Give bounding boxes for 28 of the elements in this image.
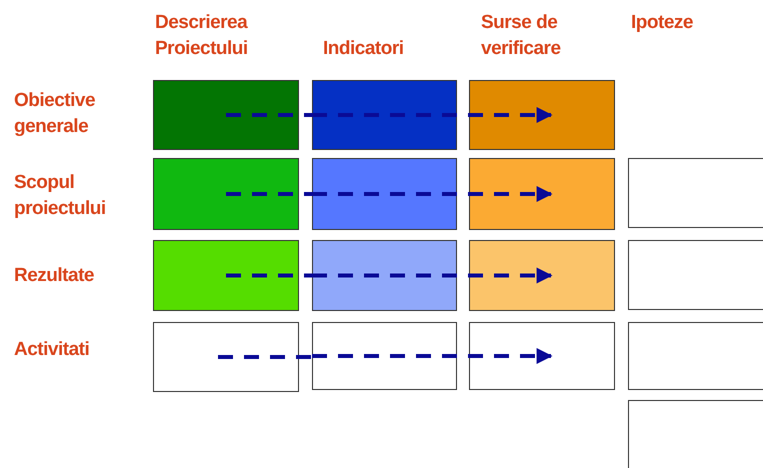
dashed-arrow — [312, 268, 553, 284]
row-header: Activitati — [14, 338, 90, 362]
matrix-cell — [312, 240, 457, 311]
column-header: Ipoteze — [631, 11, 694, 35]
row-header: Rezultate — [14, 264, 95, 288]
dashed-arrow — [312, 107, 553, 123]
matrix-cell — [469, 158, 615, 230]
matrix-cell — [312, 158, 457, 230]
column-header: Surse de verificare — [481, 11, 562, 61]
matrix-cell — [628, 400, 763, 468]
dashed-arrow — [312, 348, 553, 364]
row-header: Scopul proiectului — [14, 171, 107, 221]
matrix-cell — [312, 80, 457, 150]
matrix-cell — [153, 80, 299, 150]
column-header: Descrierea Proiectului — [155, 11, 249, 61]
matrix-cell — [312, 322, 457, 390]
matrix-cell — [153, 240, 299, 311]
matrix-cell — [153, 158, 299, 230]
matrix-cell — [469, 80, 615, 150]
matrix-cell — [153, 322, 299, 392]
row-header: Obiective generale — [14, 89, 96, 139]
matrix-cell — [469, 240, 615, 311]
column-header: Indicatori — [323, 37, 405, 61]
matrix-cell — [469, 322, 615, 390]
matrix-cell — [628, 240, 763, 310]
matrix-cell — [628, 322, 763, 390]
matrix-cell — [628, 158, 763, 228]
dashed-arrow — [312, 186, 553, 202]
